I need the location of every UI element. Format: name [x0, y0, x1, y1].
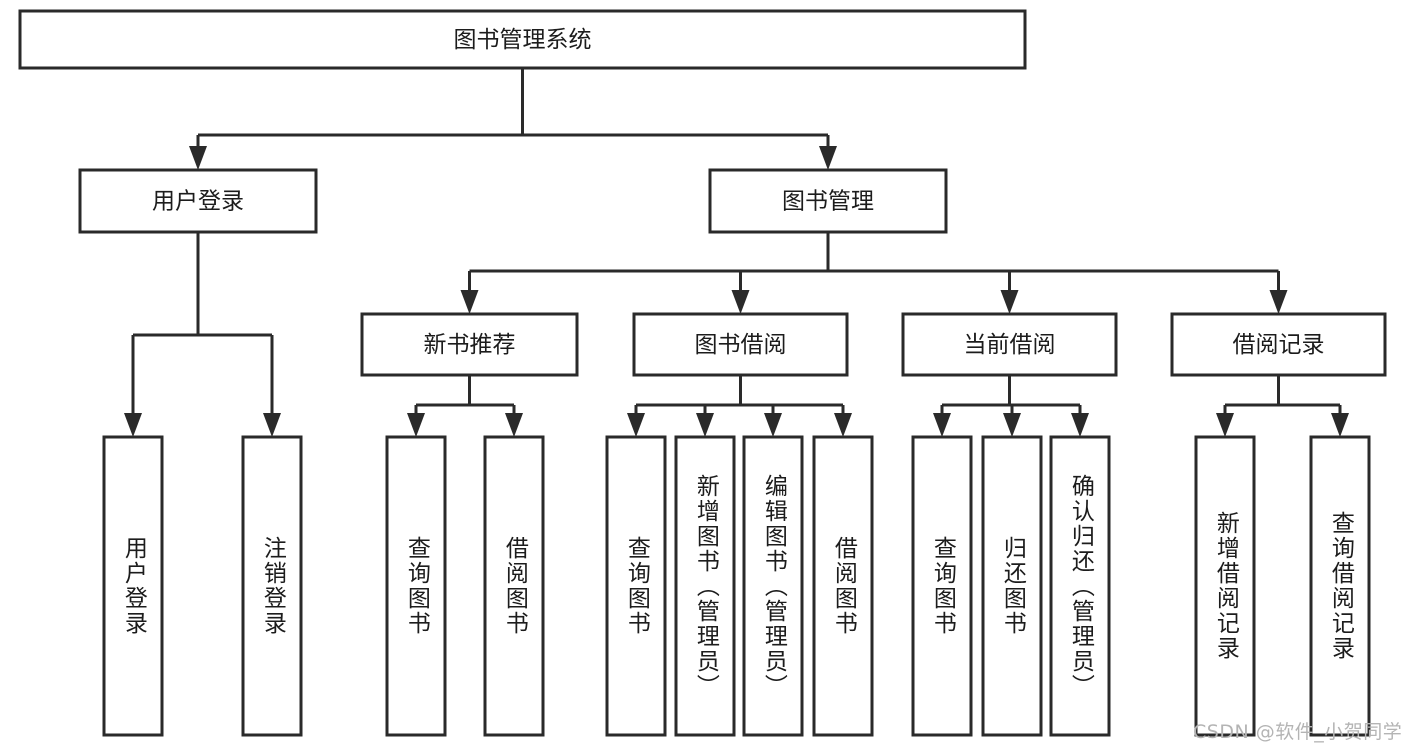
arrow-head-icon-borrow-record [1269, 290, 1288, 314]
arrow-head-icon-user-login [189, 146, 207, 170]
node-box-new-book-recommend[interactable] [360, 312, 579, 377]
node-box-book-borrow[interactable] [632, 312, 849, 377]
csdn-watermark: CSDN @软件_小贺同学 [1193, 721, 1403, 743]
node-label-user-login: 用户登录 [152, 189, 244, 215]
arrow-head-icon-add-book-admin [696, 413, 714, 437]
connectors-layer [124, 68, 1349, 437]
node-label-new-book-recommend: 新书推荐 [424, 332, 516, 358]
node-box-query-book-2[interactable] [605, 435, 667, 737]
node-label-current-borrow: 当前借阅 [964, 332, 1056, 358]
node-box-add-book-admin[interactable] [674, 435, 736, 737]
node-box-user-logout[interactable] [241, 435, 303, 737]
node-box-book-manage[interactable] [708, 168, 948, 234]
arrow-head-icon-user-login-do [124, 413, 142, 437]
arrow-head-icon-return-book [1003, 413, 1021, 437]
node-box-borrow-book-1[interactable] [483, 435, 545, 737]
boxes-layer [18, 9, 1387, 737]
node-box-confirm-return-admin[interactable] [1049, 435, 1111, 737]
arrow-head-icon-add-borrow-record [1216, 413, 1234, 437]
arrow-head-icon-borrow-book-1 [505, 413, 523, 437]
node-box-user-login-do[interactable] [102, 435, 164, 737]
node-box-query-book-3[interactable] [911, 435, 973, 737]
node-box-edit-book-admin[interactable] [742, 435, 804, 737]
node-label-book-borrow: 图书借阅 [695, 332, 787, 358]
node-box-borrow-book-2[interactable] [812, 435, 874, 737]
node-box-query-book-1[interactable] [385, 435, 447, 737]
node-box-return-book[interactable] [981, 435, 1043, 737]
node-box-borrow-record[interactable] [1170, 312, 1387, 377]
node-box-query-borrow-record[interactable] [1309, 435, 1371, 737]
node-label-borrow-record: 借阅记录 [1233, 332, 1325, 358]
arrow-head-icon-new-book-recommend [460, 290, 479, 314]
arrow-head-icon-edit-book-admin [764, 413, 782, 437]
node-label-book-manage: 图书管理 [782, 189, 874, 215]
arrow-head-icon-query-book-1 [407, 413, 425, 437]
arrow-head-icon-confirm-return-admin [1071, 413, 1089, 437]
arrow-head-icon-book-borrow [731, 290, 750, 314]
node-box-current-borrow[interactable] [901, 312, 1118, 377]
arrow-head-icon-user-logout [263, 413, 281, 437]
node-box-root[interactable] [18, 9, 1027, 70]
arrow-head-icon-book-manage [819, 146, 837, 170]
arrow-head-icon-current-borrow [1000, 290, 1019, 314]
arrow-head-icon-query-book-3 [933, 413, 951, 437]
arrow-head-icon-borrow-book-2 [834, 413, 852, 437]
arrow-head-icon-query-borrow-record [1331, 413, 1349, 437]
node-box-add-borrow-record[interactable] [1194, 435, 1256, 737]
node-box-user-login[interactable] [78, 168, 318, 234]
node-label-root: 图书管理系统 [454, 27, 592, 53]
arrow-head-icon-query-book-2 [627, 413, 645, 437]
